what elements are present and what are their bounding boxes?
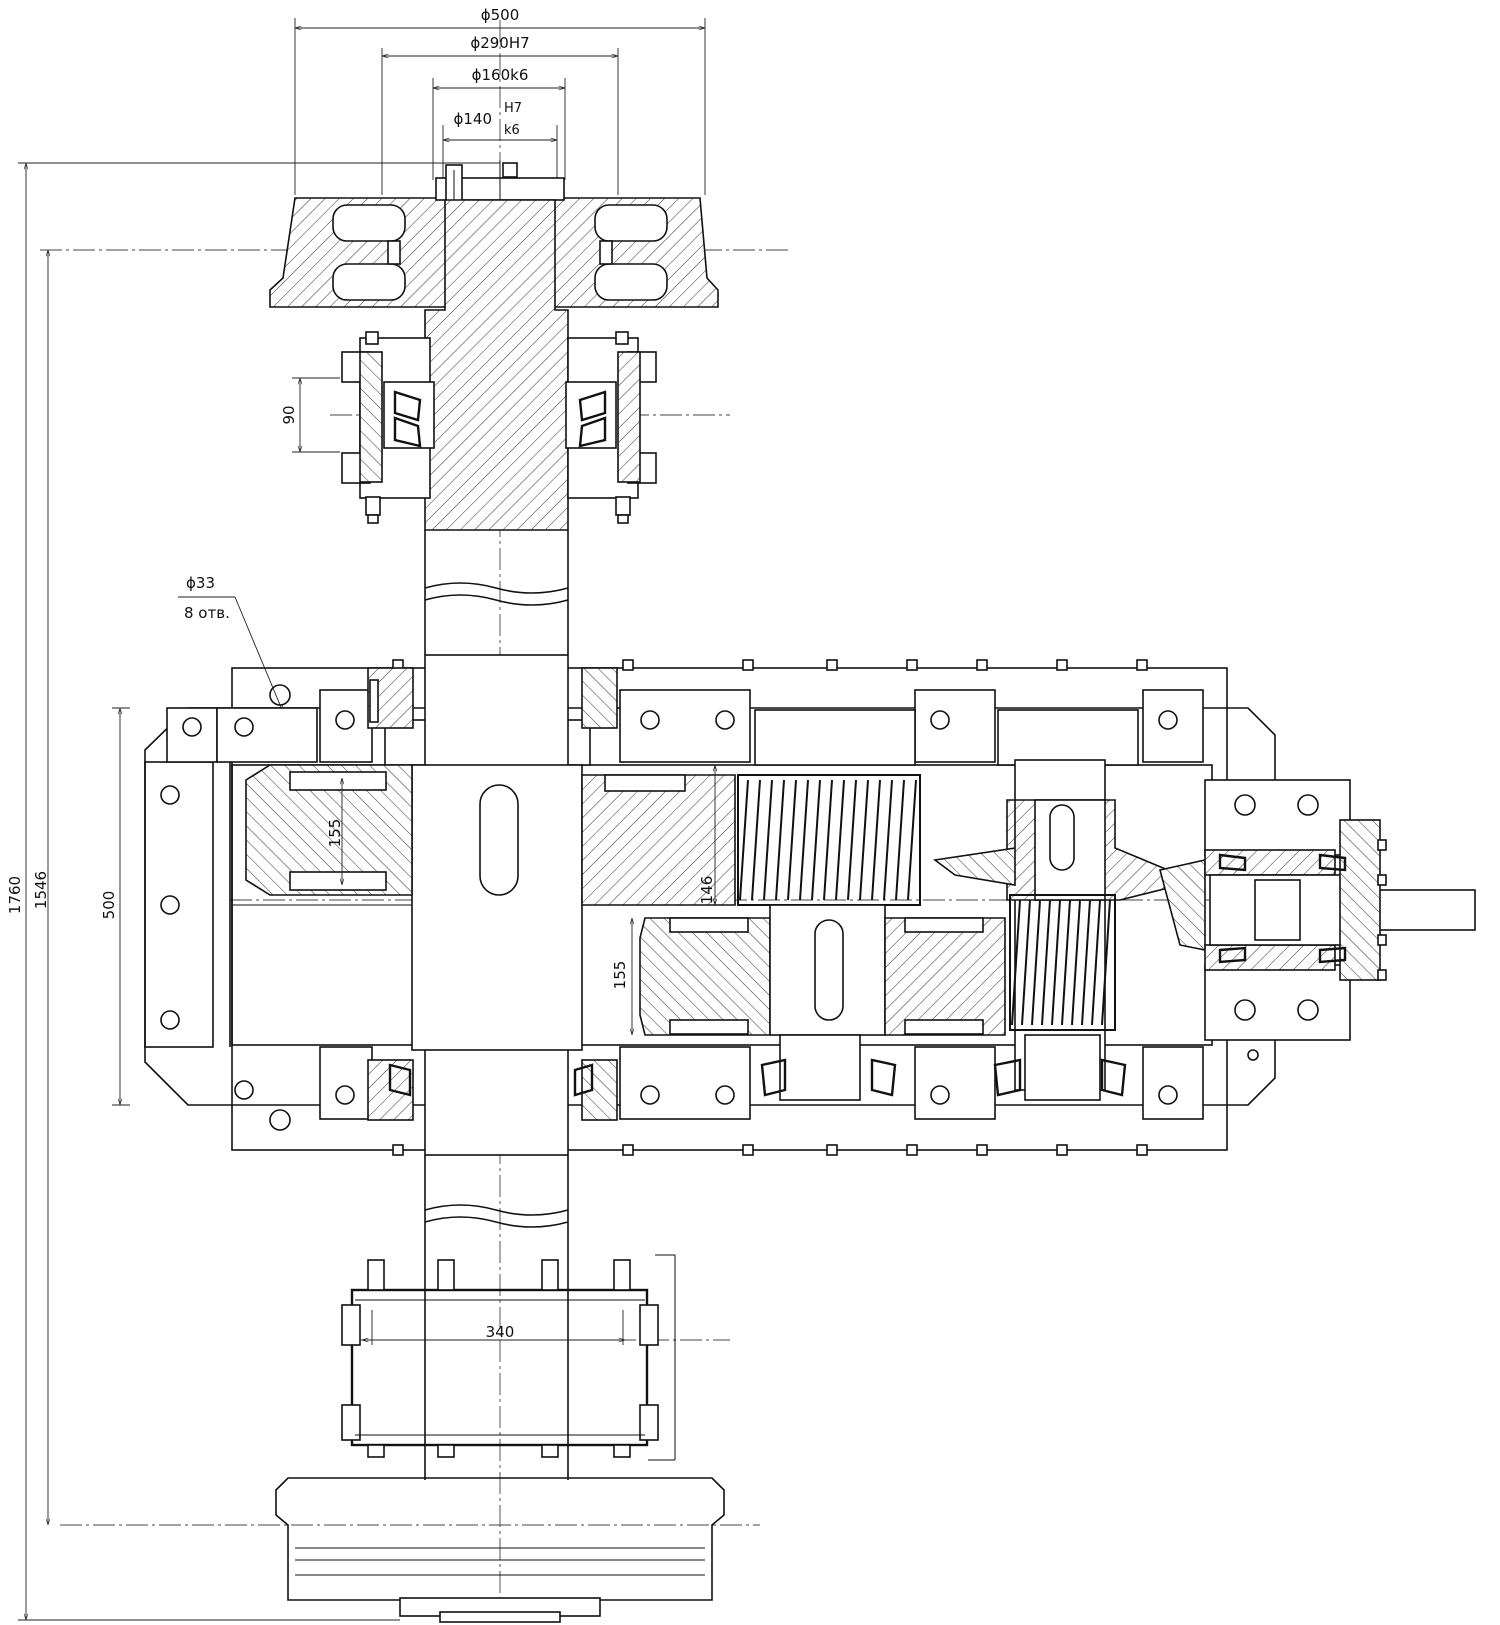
input-shaft-assembly: [1159, 779, 1476, 1041]
dim-total-length: 1760: [6, 876, 24, 914]
top-dimensions: ϕ500 ϕ290H7 ϕ160k6 ϕ140 H7 k6: [294, 6, 706, 195]
dim-d-shaft: ϕ160k6: [472, 66, 529, 84]
dim-housing-height: 500: [100, 891, 118, 920]
dim-hole-dia: ϕ33: [186, 574, 215, 592]
dim-d-bore: ϕ290H7: [470, 34, 529, 52]
dim-wheel-base: 1546: [32, 871, 50, 909]
dim-d-fit-upper: H7: [504, 101, 522, 116]
big-gear-left: 155 146: [245, 764, 736, 906]
dim-gear1-width: 155: [326, 819, 344, 848]
top-wheel: [269, 160, 719, 308]
lower-coupling: 340: [341, 1254, 676, 1461]
dim-gear-center: 146: [698, 876, 716, 905]
dim-d-fit-base: ϕ140: [453, 110, 492, 128]
main-shaft-lower: [424, 1155, 569, 1480]
dim-gear2-width: 155: [611, 961, 629, 990]
main-shaft-housing: [367, 654, 618, 1156]
hole-callout: ϕ33 8 отв.: [178, 574, 283, 712]
dim-d-fit-lower: k6: [504, 123, 520, 138]
dim-hole-count: 8 отв.: [184, 604, 230, 622]
left-dimensions: 1760 1546 500 90: [6, 162, 500, 1621]
top-bearing-housing: [341, 331, 657, 524]
helical-gear-middle: [737, 774, 921, 906]
housing-bolt-bosses: [166, 689, 1204, 1120]
bolt-holes: [160, 684, 1259, 1131]
dim-coupling-length: 340: [486, 1323, 515, 1341]
dim-d-outer: ϕ500: [481, 6, 520, 24]
flange-bolts: [392, 659, 1148, 1156]
middle-gear-lower: 155: [611, 904, 1006, 1101]
intermediate-shaft: [932, 759, 1181, 1101]
main-shaft-upper: [424, 199, 569, 655]
bottom-wheel: [275, 1477, 725, 1623]
dim-bearing-width: 90: [280, 405, 298, 424]
